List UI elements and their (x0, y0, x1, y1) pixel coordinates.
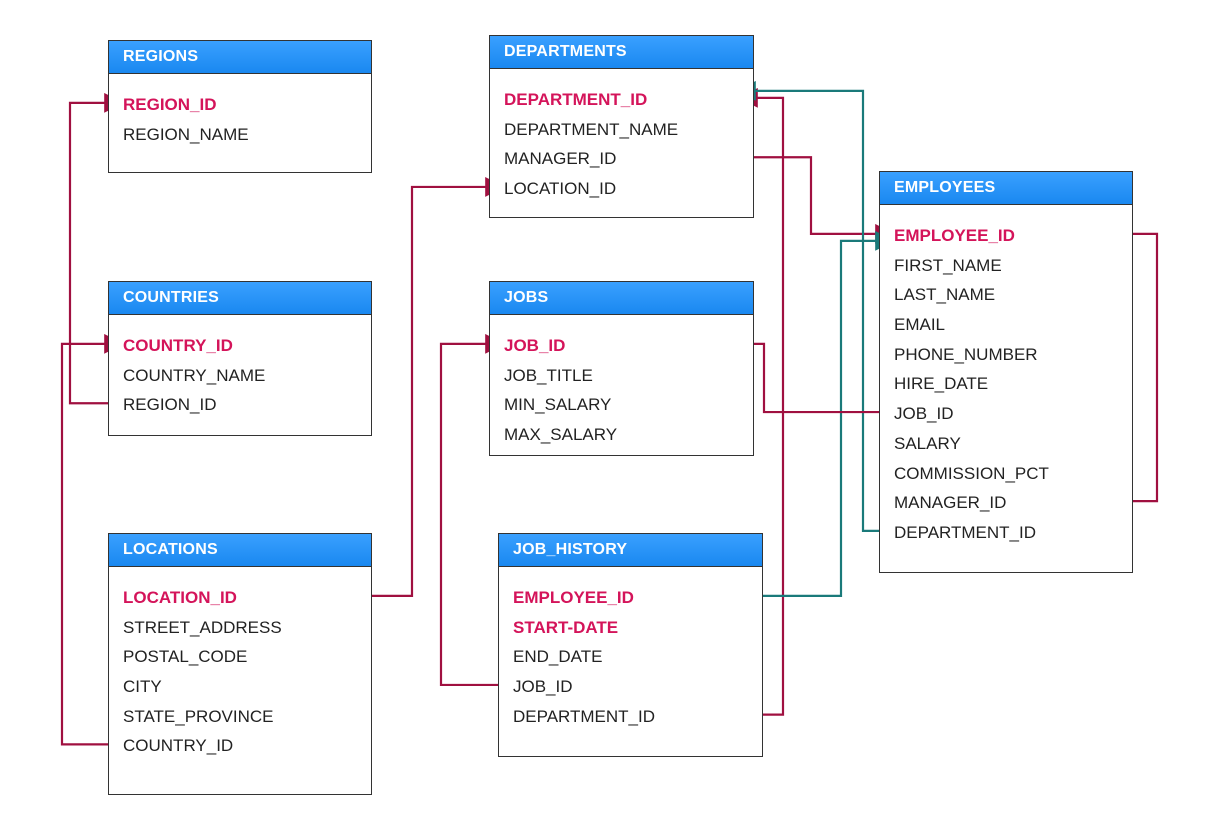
table-jobs: JOBS JOB_ID JOB_TITLE MIN_SALARY MAX_SALARY (489, 281, 754, 456)
column: REGION_NAME (123, 124, 249, 144)
column: EMAIL (894, 315, 946, 335)
column: STREET_ADDRESS (123, 617, 282, 637)
column: SALARY (894, 433, 961, 453)
primary-key-column: COUNTRY_ID (123, 336, 233, 355)
column: MANAGER_ID (894, 493, 1007, 513)
column-list: EMPLOYEE_ID START-DATE END_DATE JOB_ID DEPAR… (499, 567, 762, 731)
column-list: LOCATION_ID STREET_ADDRESS POSTAL_CODE CITY… (109, 567, 371, 761)
relation-line-job-history-job-id-to-jobs-job-id (439, 333, 512, 687)
table-title: JOBS (490, 282, 753, 315)
column: LAST_NAME (894, 285, 996, 305)
primary-key-column: LOCATION_ID (123, 588, 237, 607)
table-job-history: JOB_HISTORY EMPLOYEE_ID START-DATE END_DATE… (498, 533, 763, 757)
column: CITY (123, 677, 162, 697)
column: JOB_ID (894, 404, 954, 424)
relation-line-employees-department-id-to-departments-department-id (736, 80, 893, 532)
table-countries: COUNTRIES COUNTRY_ID COUNTRY_NAME REGION_ID (108, 281, 372, 436)
column: DEPARTMENT_NAME (504, 119, 679, 139)
column: COMMISSION_PCT (894, 463, 1049, 483)
column: JOB_ID (513, 677, 573, 697)
primary-key-column: START-DATE (513, 617, 619, 637)
column: STATE_PROVINCE (123, 706, 274, 726)
primary-key-column: EMPLOYEE_ID (894, 226, 1015, 245)
table-locations: LOCATIONS LOCATION_ID STREET_ADDRESS POSTAL… (108, 533, 372, 795)
table-title: REGIONS (109, 41, 371, 74)
column: MAX_SALARY (504, 425, 618, 445)
column: DEPARTMENT_ID (513, 706, 656, 726)
column-list: JOB_ID JOB_TITLE MIN_SALARY MAX_SALARY (490, 315, 753, 450)
table-title: COUNTRIES (109, 282, 371, 315)
column: DEPARTMENT_ID (894, 522, 1037, 542)
table-title: DEPARTMENTS (490, 36, 753, 69)
column: JOB_TITLE (504, 365, 593, 385)
table-title: LOCATIONS (109, 534, 371, 567)
column: COUNTRY_NAME (123, 365, 266, 385)
column: LOCATION_ID (504, 179, 617, 199)
relation-line-job-history-employee-id-to-employees-employee-id (685, 230, 895, 597)
column-list: DEPARTMENT_ID DEPARTMENT_NAME MANAGER_ID LO… (490, 69, 753, 204)
table-regions: REGIONS REGION_ID REGION_NAME (108, 40, 372, 173)
primary-key-column: REGION_ID (123, 95, 217, 114)
column: REGION_ID (123, 395, 217, 415)
column: END_DATE (513, 647, 603, 667)
column: MIN_SALARY (504, 395, 612, 415)
column: FIRST_NAME (894, 255, 1002, 275)
primary-key-column: JOB_ID (504, 336, 566, 355)
table-title: EMPLOYEES (880, 172, 1132, 205)
column-list: EMPLOYEE_ID FIRST_NAME LAST_NAME EMAIL PHONE… (880, 205, 1132, 548)
column: COUNTRY_ID (123, 736, 234, 756)
table-departments: DEPARTMENTS DEPARTMENT_ID DEPARTMENT_NAME M… (489, 35, 754, 218)
relation-line-countries-region-id-to-regions-region-id (68, 92, 124, 405)
relation-line-locations-country-id-to-countries-country-id (60, 333, 124, 746)
primary-key-column: EMPLOYEE_ID (513, 588, 634, 607)
primary-key-column: DEPARTMENT_ID (504, 90, 648, 109)
table-title: JOB_HISTORY (499, 534, 762, 567)
column: HIRE_DATE (894, 374, 989, 394)
column-list: COUNTRY_ID COUNTRY_NAME REGION_ID (109, 315, 371, 420)
column-list: REGION_ID REGION_NAME (109, 74, 371, 149)
column: POSTAL_CODE (123, 647, 248, 667)
column: PHONE_NUMBER (894, 344, 1038, 364)
column: MANAGER_ID (504, 149, 617, 169)
